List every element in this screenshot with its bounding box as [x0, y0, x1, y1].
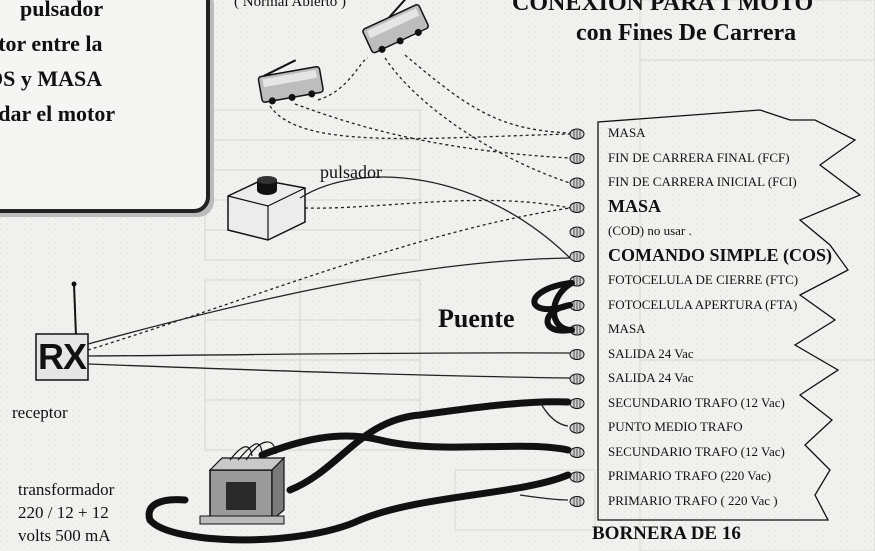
- transformer-label-1: transformador: [18, 480, 115, 499]
- terminal-label: SALIDA 24 Vac: [608, 345, 694, 361]
- terminal-label: SECUNDARIO TRAFO (12 Vac): [608, 443, 785, 459]
- diagram-subtitle: con Fines De Carrera: [576, 20, 797, 46]
- terminal-screw: [569, 251, 585, 262]
- normal-open-label: ( Normal Abierto ): [234, 0, 347, 10]
- terminal-screw: [569, 153, 585, 164]
- terminal-screw: [569, 349, 585, 360]
- terminal-label: PUNTO MEDIO TRAFO: [608, 419, 743, 434]
- terminal-label: PRIMARIO TRAFO (220 Vac): [608, 468, 772, 483]
- callout-line-4: ndar el motor: [0, 101, 116, 126]
- terminal-label: MASA: [608, 321, 646, 336]
- terminal-screw: [569, 373, 585, 385]
- jumper-label: Puente: [438, 304, 515, 333]
- limit-switch-right: [362, 0, 429, 54]
- pushbutton-label: pulsador: [320, 162, 382, 182]
- background-grid: [204, 0, 875, 551]
- terminal-label: FIN DE CARRERA FINAL (FCF): [608, 149, 790, 165]
- pushbutton-box: [227, 176, 306, 241]
- terminal-block-outline: [597, 109, 862, 521]
- terminal-screw: [569, 398, 585, 409]
- terminal-screws: [569, 128, 585, 507]
- diagram-title: CONEXION PARA 1 MOTO: [512, 0, 814, 16]
- terminal-screw: [569, 496, 585, 507]
- limit-switch-wires: [269, 54, 571, 184]
- terminal-label: SALIDA 24 Vac: [608, 370, 694, 385]
- receiver-label: receptor: [12, 403, 68, 422]
- transformer-primary-thin: [519, 401, 569, 501]
- terminal-block-title: BORNERA DE 16: [592, 523, 741, 544]
- terminal-screw: [569, 422, 585, 434]
- terminal-screw: [569, 471, 585, 483]
- instruction-callout: pulsador ptor entre la OS y MASA ndar el…: [0, 0, 210, 213]
- terminal-label: MASA: [608, 125, 646, 140]
- terminal-screw: [569, 300, 585, 311]
- terminal-label: FIN DE CARRERA INICIAL (FCI): [608, 174, 797, 189]
- transformer-wires: [145, 398, 572, 544]
- transformer-label-2: 220 / 12 + 12: [18, 503, 109, 522]
- receiver-box: [35, 281, 89, 381]
- terminal-label: COMANDO SIMPLE (COS): [608, 244, 832, 265]
- receiver-wires: [87, 207, 571, 379]
- terminal-screw: [569, 128, 585, 140]
- jumper-wire: [531, 280, 575, 334]
- callout-line-3: OS y MASA: [0, 66, 103, 91]
- transformer-label-3: volts 500 mA: [18, 526, 111, 545]
- terminal-screw: [569, 177, 585, 189]
- callout-line-1: pulsador: [20, 0, 104, 21]
- terminal-label: FOTOCELULA DE CIERRE (FTC): [608, 272, 799, 287]
- callout-line-2: ptor entre la: [0, 31, 103, 56]
- terminal-screw: [569, 202, 585, 213]
- terminal-screw: [569, 447, 585, 458]
- pushbutton-wires: [299, 176, 571, 259]
- terminal-screw: [569, 226, 585, 238]
- limit-switch-left: [257, 59, 324, 105]
- transformer: [199, 441, 286, 525]
- terminal-label: (COD) no usar .: [608, 223, 692, 238]
- terminal-label: SECUNDARIO TRAFO (12 Vac): [608, 394, 785, 410]
- terminal-label: PRIMARIO TRAFO ( 220 Vac ): [608, 492, 778, 508]
- rx-label: RX: [38, 336, 87, 377]
- terminal-label: FOTOCELULA APERTURA (FTA): [608, 296, 798, 312]
- terminal-label: MASA: [608, 195, 661, 216]
